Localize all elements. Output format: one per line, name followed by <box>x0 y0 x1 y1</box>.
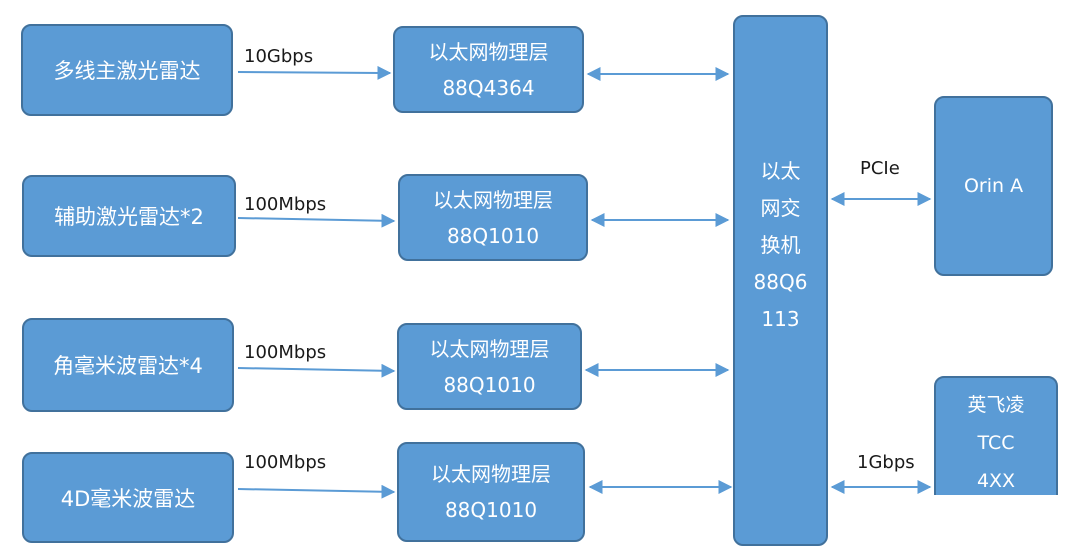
phy-box-2: 以太网物理层 88Q1010 <box>398 174 588 261</box>
tcc-line: 英飞凌 <box>967 394 1025 416</box>
phy-box-1: 以太网物理层 88Q4364 <box>393 26 584 113</box>
orin-label: Orin A <box>963 175 1024 197</box>
switch-line: 换机 <box>760 233 801 257</box>
switch-line: 88Q6 <box>753 270 808 294</box>
source-label: 辅助激光雷达*2 <box>54 205 204 229</box>
tcc-line: 4XX <box>976 470 1016 492</box>
phy-model: 88Q1010 <box>443 372 536 397</box>
gbps-label: 1Gbps <box>857 452 915 473</box>
switch-line: 网交 <box>760 196 801 220</box>
phy-title: 以太网物理层 <box>429 336 550 361</box>
phy-title: 以太网物理层 <box>431 462 551 486</box>
ethernet-switch-box: 以太 网交 换机 88Q6 113 <box>733 15 828 546</box>
link-speed-label: 100Mbps <box>244 452 327 473</box>
link-speed-label: 10Gbps <box>244 46 314 67</box>
switch-line: 以太 <box>760 159 801 183</box>
pcie-label: PCIe <box>860 158 900 179</box>
phy-box-4: 以太网物理层 88Q1010 <box>397 442 585 542</box>
switch-line: 113 <box>761 307 800 331</box>
arrow-src3-phy3 <box>237 363 396 378</box>
source-label: 角毫米波雷达*4 <box>53 354 203 378</box>
source-box-corner-radar: 角毫米波雷达*4 <box>22 318 234 412</box>
source-label: 4D毫米波雷达 <box>60 486 196 511</box>
phy-model: 88Q1010 <box>444 498 538 522</box>
tcc-line: TCC <box>977 432 1015 454</box>
tcc-box: 英飞凌 TCC 4XX <box>934 376 1058 495</box>
phy-box-3: 以太网物理层 88Q1010 <box>397 323 582 410</box>
phy-model: 88Q4364 <box>442 75 535 100</box>
source-label: 多线主激光雷达 <box>53 59 201 83</box>
arrow-src4-phy4 <box>237 484 396 499</box>
link-speed-label: 100Mbps <box>244 194 327 215</box>
phy-title: 以太网物理层 <box>428 39 549 64</box>
source-box-aux-lidar: 辅助激光雷达*2 <box>22 175 236 257</box>
arrow-src1-phy1 <box>237 65 392 80</box>
phy-model: 88Q1010 <box>446 223 540 248</box>
link-speed-label: 100Mbps <box>244 342 327 363</box>
phy-title: 以太网物理层 <box>433 187 553 212</box>
arrow-src2-phy2 <box>237 213 396 228</box>
source-box-main-lidar: 多线主激光雷达 <box>21 24 233 116</box>
source-box-4d-radar: 4D毫米波雷达 <box>22 452 234 543</box>
tcc-clip: 英飞凌 TCC 4XX <box>930 372 1070 495</box>
orin-box: Orin A <box>934 96 1053 276</box>
